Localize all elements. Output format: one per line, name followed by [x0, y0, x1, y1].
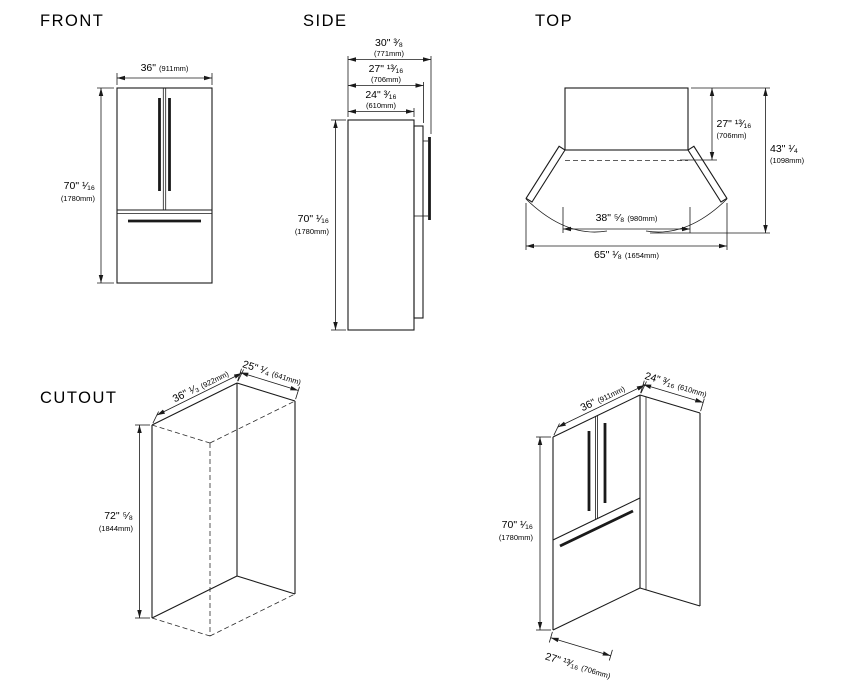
dim-value: 27" ¹³⁄₁₆ — [544, 651, 581, 673]
side-depth-door-label: 27" ¹³⁄₁₆ — [369, 63, 404, 75]
dim-mm: (641mm) — [271, 369, 303, 387]
front-height-label-mm: (1780mm) — [61, 194, 96, 203]
top-depth-door-label: 27" ¹³⁄₁₆ — [717, 118, 752, 130]
fridge-front-outline — [116, 87, 213, 284]
front-width-label: 36"(911mm) — [141, 62, 189, 74]
dim-mm: (610mm) — [677, 382, 709, 399]
cutout-view-title: CUTOUT — [40, 389, 117, 407]
extension-line — [640, 380, 645, 394]
dim-value: 36" ¹⁄₃ — [171, 382, 201, 405]
top-width-clear-label: 38" ⁵⁄₈(980mm) — [596, 212, 658, 224]
extension-line — [608, 649, 613, 661]
left-door-swing-arc — [525, 198, 608, 233]
side-view-title: SIDE — [303, 12, 348, 30]
extension-line — [553, 423, 560, 436]
side-depth-body-label-mm: (610mm) — [366, 101, 397, 110]
iso-freezer-divider — [552, 497, 641, 541]
cutout-bottom-edge — [151, 575, 238, 619]
side-height-label-mm: (1780mm) — [295, 227, 330, 236]
top-depth-door-label-mm: (706mm) — [717, 131, 748, 140]
cutout-hidden-bottom-edge — [209, 593, 296, 637]
left-door-open — [525, 145, 566, 203]
extension-line — [295, 386, 300, 400]
iso-depth-label: 24" ³⁄₁₆(610mm) — [643, 370, 709, 400]
iso-height-label-mm: (1780mm) — [499, 533, 534, 542]
top-view-title: TOP — [535, 12, 573, 30]
cutout-hidden-top-edge — [151, 424, 211, 444]
side-view: SIDE 30" ³⁄₈ (771mm) 27" ¹³⁄₁₆ (706mm) 2… — [295, 12, 432, 331]
cutout-hidden-top-edge — [209, 400, 296, 444]
iso-top-right-edge — [639, 394, 701, 414]
dim-value: 24" ³⁄₁₆ — [643, 370, 676, 391]
side-height-label: 70" ¹⁄₁₆ — [298, 213, 329, 225]
iso-depth-door-label: 27" ¹³⁄₁₆(706mm) — [544, 651, 613, 682]
dim-value: 36" — [579, 396, 598, 414]
dimension-line — [557, 384, 645, 428]
dim-value: 38" ⁵⁄₈ — [596, 212, 625, 224]
extension-line — [700, 398, 705, 412]
right-door-open — [687, 145, 728, 203]
cutout-bottom-edge — [236, 575, 296, 595]
fridge-side-body — [347, 119, 415, 331]
iso-top-left-edge — [552, 394, 641, 438]
front-height-label: 70" ¹⁄₁₆ — [64, 180, 95, 192]
right-door-swing-arc — [645, 198, 728, 233]
extension-line — [152, 411, 159, 424]
dim-mm: (911mm) — [159, 64, 189, 73]
iso-bottom-edge — [639, 587, 701, 607]
dim-value: 25" ¹⁄₄ — [241, 358, 271, 378]
cutout-depth-label: 25" ¹⁄₄(641mm) — [241, 358, 303, 388]
extension-line — [548, 631, 553, 643]
cutout-top-right-edge — [236, 382, 296, 402]
iso-width-label: 36"(911mm) — [579, 382, 628, 414]
iso-bottom-edge — [552, 587, 641, 631]
top-view: TOP 27" ¹³⁄₁₆ (706mm) 43" ¹⁄₄ (1098mm) 3… — [525, 12, 805, 261]
dim-mm: (911mm) — [596, 384, 627, 405]
cutout-height-label: 72" ⁵⁄₈ — [104, 510, 133, 522]
dimension-line — [156, 372, 243, 416]
dim-value: 36" — [141, 62, 157, 74]
iso-view: 36"(911mm) 24" ³⁄₁₆(610mm) 70" ¹⁄₁₆ (178… — [499, 370, 709, 682]
top-depth-open-label: 43" ¹⁄₄ — [770, 143, 798, 155]
dim-mm: (922mm) — [199, 369, 230, 391]
fridge-side-door — [413, 125, 424, 319]
front-view-title: FRONT — [40, 12, 104, 30]
side-depth-door-label-mm: (706mm) — [371, 75, 402, 84]
front-view: FRONT 36"(911mm) 70" ¹⁄₁₆ (1780mm) — [40, 12, 213, 284]
side-depth-handle-label: 30" ³⁄₈ — [375, 37, 403, 49]
side-depth-handle-label-mm: (771mm) — [374, 49, 405, 58]
cutout-width-label: 36" ¹⁄₃(922mm) — [171, 367, 231, 405]
cutout-hidden-bottom-edge — [151, 617, 211, 637]
dim-value: 65" ¹⁄₈ — [594, 249, 622, 261]
iso-height-label: 70" ¹⁄₁₆ — [502, 519, 533, 531]
top-depth-open-label-mm: (1098mm) — [770, 156, 805, 165]
dim-mm: (980mm) — [627, 214, 658, 223]
dim-mm: (1654mm) — [625, 251, 660, 260]
dimension-line — [240, 372, 299, 391]
side-depth-body-label: 24" ³⁄₁₆ — [365, 89, 396, 101]
cutout-height-label-mm: (1844mm) — [99, 524, 134, 533]
cutout-view: CUTOUT 36" ¹⁄₃(922mm) 25" ¹⁄₄(641mm) 72"… — [40, 358, 303, 637]
fridge-top-cabinet — [564, 87, 689, 151]
dimension-line — [643, 384, 704, 403]
iso-drawer-handle — [559, 509, 634, 548]
extension-line — [237, 368, 242, 382]
dim-mm: (706mm) — [580, 663, 612, 680]
top-width-open-label: 65" ¹⁄₈(1654mm) — [594, 249, 660, 261]
dimension-line — [550, 637, 611, 657]
